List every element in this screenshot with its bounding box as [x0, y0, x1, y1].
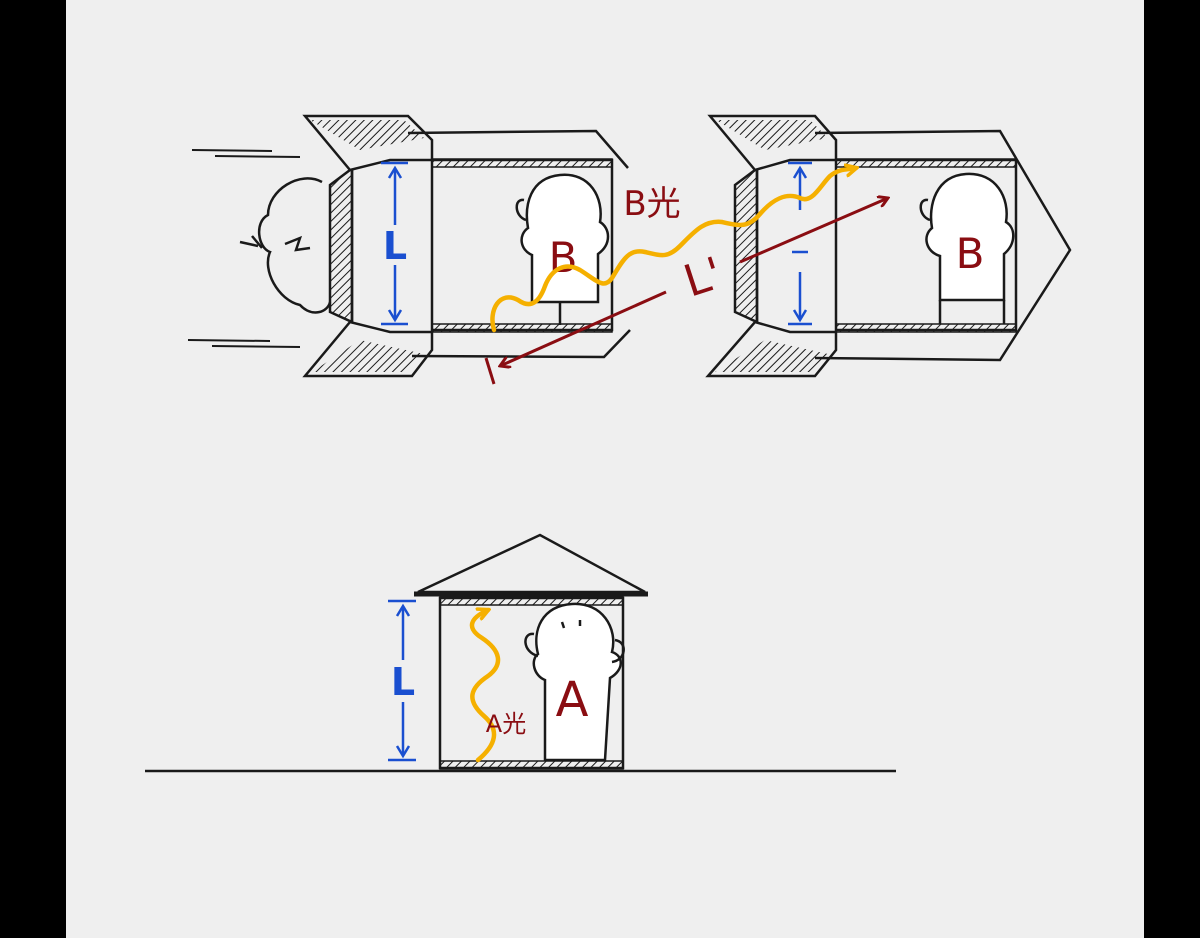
height-measure-left [381, 161, 408, 326]
light-a-wave [469, 610, 501, 763]
path-length-arrow [484, 198, 888, 385]
person-a [524, 602, 625, 762]
light-b-wave [490, 168, 856, 333]
person-b-right [919, 172, 1015, 324]
height-label-left: L [383, 224, 407, 268]
engine-nozzle-right [733, 168, 759, 324]
height-measure-house [388, 599, 416, 762]
engine-nozzle [328, 168, 354, 324]
person-b-right-label: B [956, 229, 985, 278]
light-a-label: A光 [486, 710, 526, 738]
rocket-right: B [705, 114, 1072, 378]
person-a-label: A [556, 672, 589, 728]
light-b-label: B光 [623, 184, 680, 224]
height-measure-right [788, 161, 812, 326]
height-label-house: L [391, 660, 415, 704]
house-roof [417, 533, 646, 594]
motion-lines [187, 149, 301, 348]
person-b-left [515, 173, 610, 325]
exhaust-puff [239, 177, 332, 314]
path-length-label: L' [678, 248, 729, 308]
rocket-left: B L [187, 114, 631, 378]
rocket-right-body [814, 129, 1072, 362]
house-a: A A光 L [145, 533, 896, 773]
